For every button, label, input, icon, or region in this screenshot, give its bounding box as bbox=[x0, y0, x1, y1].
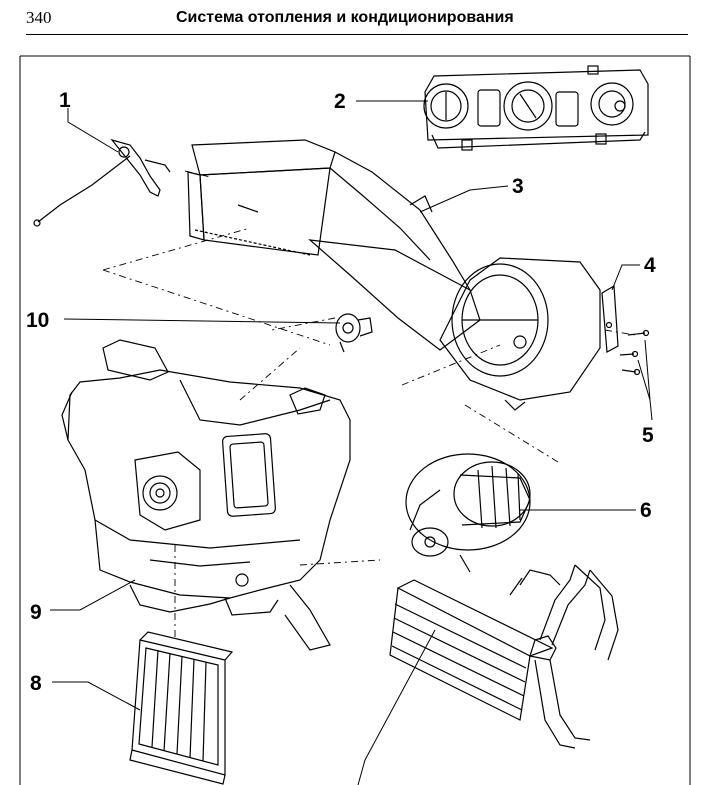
leader-9 bbox=[50, 579, 136, 611]
blower-housing bbox=[439, 257, 601, 411]
heater-core-and-hoses bbox=[389, 564, 619, 749]
part-5-screws bbox=[619, 329, 650, 376]
dashed-guide-lines bbox=[102, 170, 636, 640]
callout-leader-lines bbox=[50, 100, 653, 785]
callout-5: 5 bbox=[642, 424, 654, 447]
callout-3: 3 bbox=[512, 175, 524, 198]
leader-4 bbox=[611, 264, 640, 291]
callout-numbers: 1 2 3 4 5 6 8 9 10 bbox=[26, 89, 656, 695]
part-8-evaporator bbox=[129, 631, 234, 785]
diagram-frame bbox=[19, 55, 691, 785]
part-6-blower-motor bbox=[405, 453, 531, 573]
part-3-distribution-housing bbox=[187, 139, 481, 351]
header-rule bbox=[26, 34, 688, 35]
leader-8 bbox=[52, 681, 141, 711]
part-10-small-actuator bbox=[335, 313, 373, 353]
part-4-bracket bbox=[601, 284, 619, 353]
leader-1 bbox=[67, 108, 119, 153]
part-1-actuator-lever bbox=[33, 138, 171, 227]
leader-5 bbox=[637, 339, 653, 421]
leader-3 bbox=[419, 185, 509, 213]
callout-6: 6 bbox=[640, 499, 652, 522]
part-9-heater-housing bbox=[61, 339, 351, 651]
callout-4: 4 bbox=[644, 254, 656, 277]
part-2-control-panel bbox=[423, 65, 649, 151]
callout-10: 10 bbox=[26, 309, 49, 332]
callout-2: 2 bbox=[334, 90, 346, 113]
page-title: Система отопления и кондиционирования bbox=[176, 9, 514, 26]
callout-9: 9 bbox=[30, 601, 42, 624]
leader-7 bbox=[357, 629, 436, 785]
callout-1: 1 bbox=[59, 89, 71, 112]
callout-8: 8 bbox=[30, 672, 42, 695]
page-number: 340 bbox=[26, 8, 52, 27]
leader-10 bbox=[63, 318, 341, 324]
